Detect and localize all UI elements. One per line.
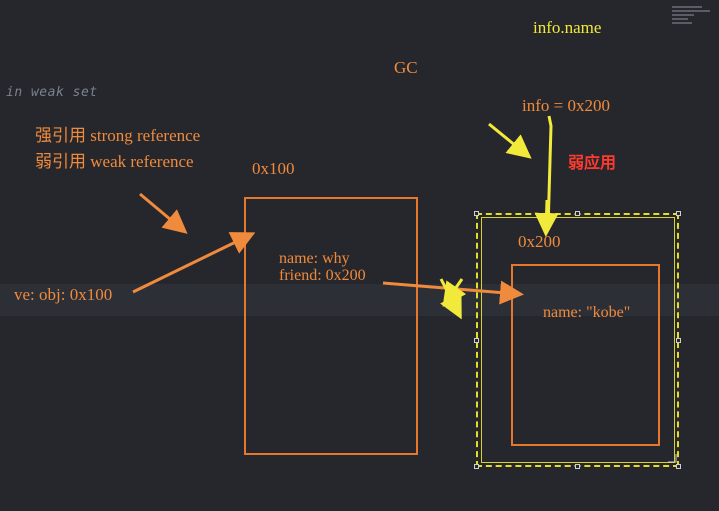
obj2-memory-box [511, 264, 660, 446]
legend-strong-reference: 强引用 strong reference [35, 126, 201, 145]
obj-variable-label: ve: obj: 0x100 [14, 285, 113, 304]
obj2-name-field: name: "kobe" [543, 304, 631, 321]
obj1-name-field: name: why [279, 250, 350, 267]
minimap[interactable] [672, 4, 716, 34]
obj1-memory-box [244, 197, 418, 455]
code-comment-text: in weak set [6, 85, 98, 100]
info-to-obj2-arrow [534, 199, 559, 237]
friend-to-obj2-arrow [382, 280, 524, 305]
legend-strong-arrow [139, 192, 188, 234]
legend-weak-reference: 弱引用 weak reference [35, 152, 194, 171]
resize-handle-top-left[interactable] [474, 211, 479, 216]
weak-reference-label: 弱应用 [568, 153, 617, 172]
obj2-address-label: 0x200 [518, 232, 561, 251]
corner-resize-glyph [668, 454, 677, 463]
weak-reference-pointer-arrow [488, 122, 532, 159]
selection-frame-inner [481, 217, 675, 463]
resize-handle-left[interactable] [474, 338, 479, 343]
resize-handle-right[interactable] [676, 338, 681, 343]
info-reference-label: info = 0x200 [522, 96, 610, 115]
resize-handle-top[interactable] [575, 211, 580, 216]
resize-handle-top-right[interactable] [676, 211, 681, 216]
resize-handle-bottom-right[interactable] [676, 464, 681, 469]
info-to-obj2-line [546, 115, 553, 231]
info-name-label: info.name [533, 18, 602, 37]
obj1-address-label: 0x100 [252, 159, 295, 178]
gc-label: GC [394, 58, 418, 77]
obj-to-obj1-arrow [132, 232, 256, 294]
resize-handle-bottom[interactable] [575, 464, 580, 469]
weak-cross-arrow-right [439, 278, 462, 320]
obj1-friend-field: friend: 0x200 [279, 267, 366, 284]
resize-handle-bottom-left[interactable] [474, 464, 479, 469]
editor-current-line-band [0, 284, 719, 316]
